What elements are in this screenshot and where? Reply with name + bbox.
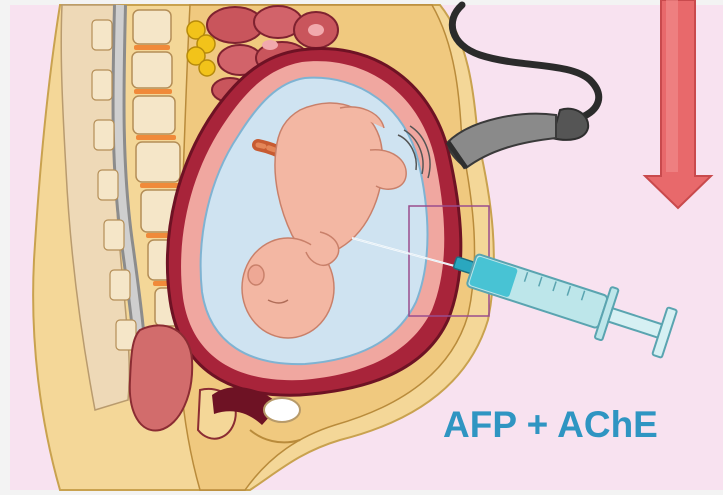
afp-ache-label: AFP + AChE <box>443 403 658 447</box>
